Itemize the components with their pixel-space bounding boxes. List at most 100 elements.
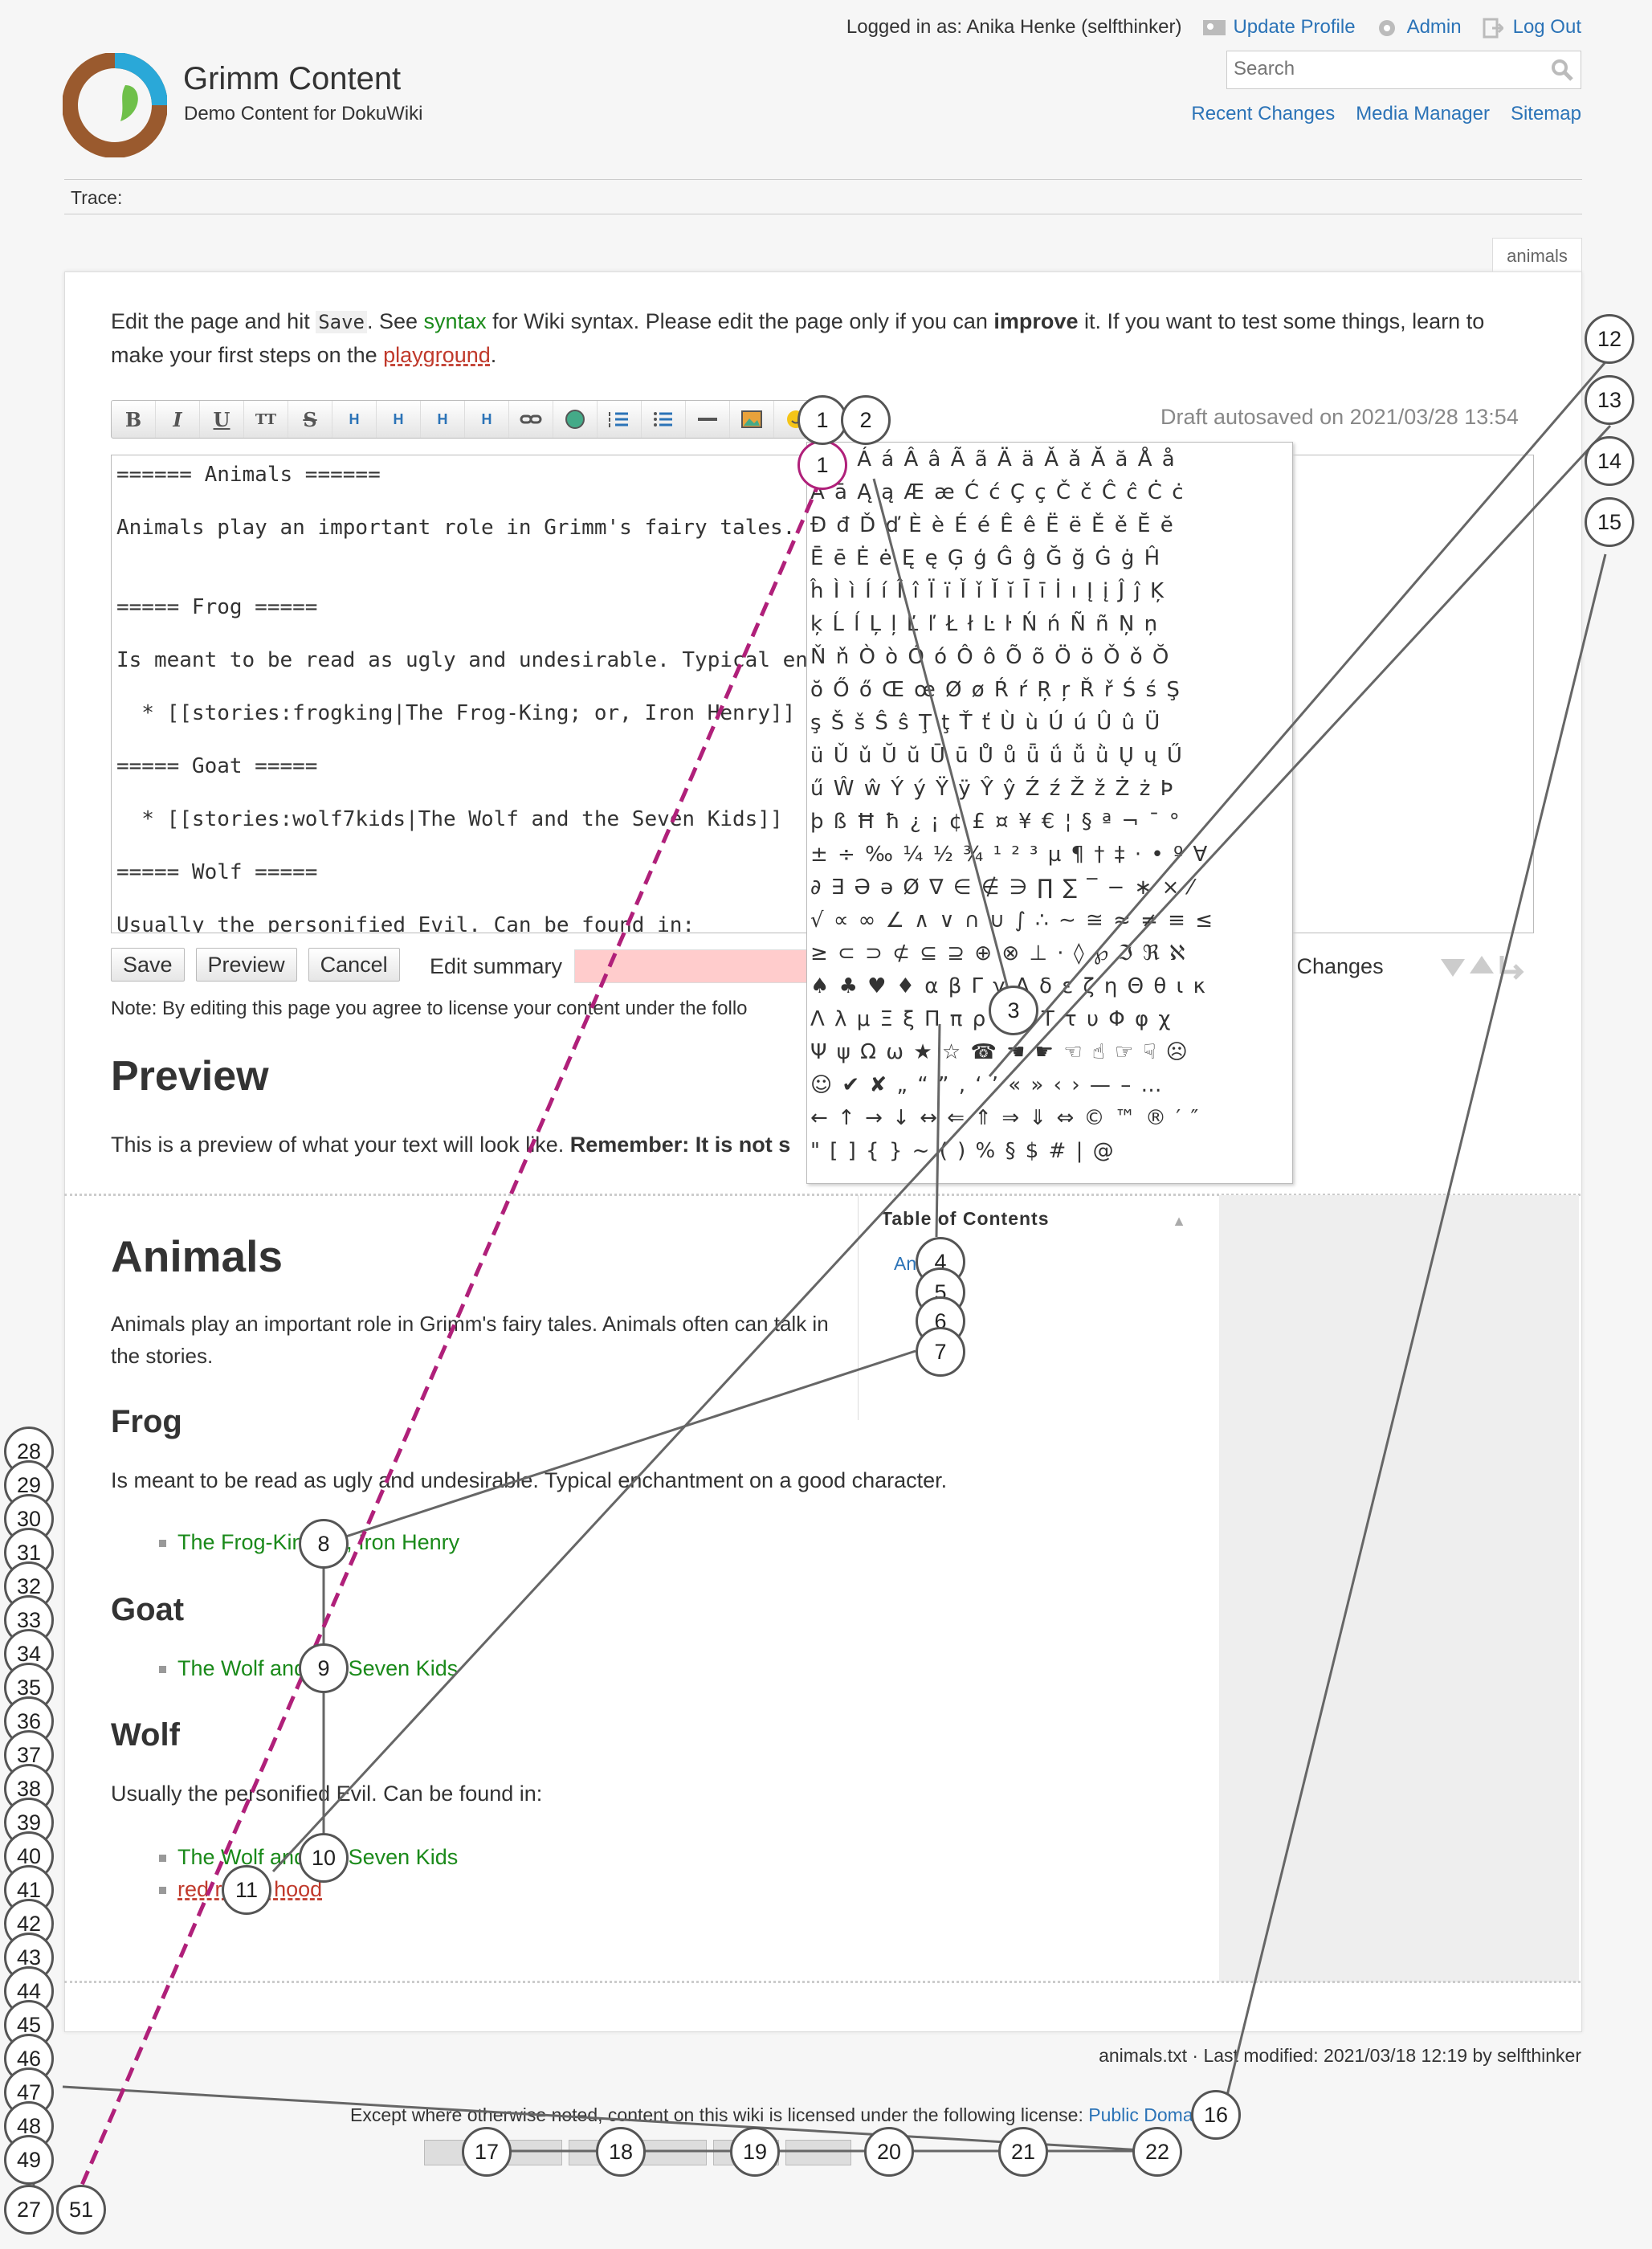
heading-same-button[interactable]: H (332, 401, 377, 438)
marker: 11 (222, 1865, 271, 1915)
marker: 12 (1585, 314, 1634, 364)
preview-heading: Preview (111, 1053, 269, 1100)
cancel-button[interactable]: Cancel (308, 948, 400, 982)
bullet (159, 1540, 166, 1548)
picker-row[interactable]: ķ Ĺ ĺ Ļ ļ Ľ ľ Ł ł Ŀ ŀ Ń ń Ñ ñ Ņ ņ (810, 612, 1160, 636)
picker-row[interactable]: √ ∝ ∞ ∠ ∧ ∨ ∩ ∪ ∫ ∴ ∼ ≅ ≈ ≠ ≡ ≤ (810, 908, 1214, 933)
marker: 14 (1585, 436, 1634, 486)
picker-row[interactable]: " [ ] { } ~ ( ) % § $ # | @ (810, 1139, 1116, 1163)
marker: 18 (596, 2127, 646, 2177)
picker-row[interactable]: ≥ ⊂ ⊃ ⊄ ⊆ ⊇ ⊕ ⊗ ⊥ ⋅ ◊ ℘ ℑ ℜ ℵ (810, 941, 1187, 965)
picker-row[interactable]: ☺ ✔ ✘ „ “ ” ‚ ‘ ’ « » ‹ › — – … (810, 1073, 1164, 1097)
heading-lower-button[interactable]: H (377, 401, 421, 438)
picker-row[interactable]: þ ß Ħ ħ ¿ ¡ ¢ £ ¤ ¥ € ¦ § ª ¬ ¯ ° (810, 810, 1181, 834)
picker-row[interactable]: ♠ ♣ ♥ ♦ α β Γ γ Δ δ ε ζ η Θ θ ι κ (810, 974, 1207, 998)
marker: 8 (299, 1519, 349, 1569)
preview-text-a: This is a preview of what your text will… (111, 1133, 570, 1157)
heading-higher-button[interactable]: H (421, 401, 465, 438)
recent-changes-link[interactable]: Recent Changes (1191, 103, 1336, 124)
bold-button[interactable]: B (112, 401, 156, 438)
link-icon[interactable] (509, 401, 553, 438)
ordered-list-icon[interactable] (598, 401, 642, 438)
marker: 19 (730, 2127, 780, 2177)
admin-link[interactable]: Admin (1377, 16, 1462, 39)
media-manager-link[interactable]: Media Manager (1356, 103, 1490, 124)
heading-goat: Goat (111, 1592, 185, 1627)
page-info: animals.txt · Last modified: 2021/03/18 … (1099, 2045, 1581, 2066)
horizontal-rule-icon[interactable] (686, 401, 730, 438)
edit-buttons: Save Preview Cancel (111, 948, 400, 982)
minor-changes-label[interactable]: r Changes (1283, 954, 1384, 978)
breadcrumb: Trace: (71, 187, 123, 208)
picker-row[interactable]: ü Ǔ ǔ Ŭ ŭ Ū ū Ů ů ǖ ǘ ǚ ǜ Ų ų Ű (810, 744, 1184, 768)
gear-icon (1377, 18, 1401, 37)
picker-row[interactable]: ← ↑ → ↓ ↔ ⇐ ⇑ ⇒ ⇓ ⇔ © ™ ® ′ ″ (810, 1106, 1201, 1130)
marker: 20 (864, 2127, 914, 2177)
license-text: Except where otherwise noted, content on… (350, 2104, 1208, 2126)
update-profile-link[interactable]: Update Profile (1202, 16, 1356, 39)
search-icon[interactable] (1550, 58, 1574, 82)
site-logo[interactable] (62, 52, 168, 158)
marker: 9 (299, 1643, 349, 1693)
marker: 49 (4, 2135, 54, 2185)
monospace-button[interactable]: TT (244, 401, 288, 438)
unordered-list-icon[interactable] (642, 401, 686, 438)
preview-text: This is a preview of what your text will… (111, 1133, 790, 1157)
marker: 2 (841, 395, 891, 445)
intro-text: it. If you want to test some things, lea… (111, 309, 1485, 367)
frog-text: Is meant to be read as ugly and undesira… (111, 1468, 948, 1492)
picker-row[interactable]: Ē ē Ė ė Ę ę Ģ ģ Ĝ ĝ Ğ ğ Ġ ġ Ĥ (810, 546, 1162, 570)
save-button[interactable]: Save (111, 948, 185, 982)
underline-button[interactable]: U (200, 401, 244, 438)
picker-row[interactable]: Ň ň Ò ò Ó ó Ô ô Õ õ Ö ö Ǒ ǒ Ŏ (810, 645, 1171, 669)
playground-link[interactable]: playground (383, 343, 491, 367)
marker: 3 (989, 986, 1038, 1035)
logged-in-text: Logged in as: Anika Henke (selfthinker) (846, 16, 1182, 38)
edit-summary-label: Edit summary (430, 954, 563, 978)
license-label: Except where otherwise noted, content on… (350, 2104, 1089, 2125)
profile-icon (1202, 18, 1226, 37)
picker-row[interactable]: Λ λ μ Ξ ξ Π π ρ Σ σ Τ τ υ Φ φ χ (810, 1007, 1173, 1031)
picker-row[interactable]: Ψ ψ Ω ω ★ ☆ ☎ ☚ ☛ ☜ ☝ ☞ ☟ ☹ (810, 1040, 1189, 1064)
marker: 21 (998, 2127, 1048, 2177)
preview-divider (64, 1981, 1581, 1983)
picker-row[interactable]: Ā ā Ą ą Æ æ Ć ć Ç ç Č č Ĉ ĉ Ċ ċ (810, 480, 1185, 504)
editor-resize-arrows[interactable] (1438, 953, 1526, 980)
syntax-link[interactable]: syntax (423, 309, 487, 333)
picker-row[interactable]: ű Ŵ ŵ Ý ý Ÿ ÿ Ŷ ŷ Ź ź Ž ž Ż ż Þ (810, 777, 1175, 801)
picker-row[interactable]: ŏ Ő ő Œ œ Ø ø Ŕ ŕ Ŗ ŗ Ř ř Ś ś Ş (810, 678, 1181, 702)
marker: 27 (4, 2185, 54, 2235)
edit-intro: Edit the page and hit Save. See syntax f… (111, 305, 1540, 372)
picker-row[interactable]: ş Š š Ŝ ŝ Ţ ţ Ť ť Ù ù Ú ú Û û Ü (810, 711, 1162, 735)
sitemap-link[interactable]: Sitemap (1510, 103, 1581, 124)
site-title[interactable]: Grimm Content (183, 61, 402, 96)
site-tools: Recent Changes Media Manager Sitemap (1191, 103, 1581, 125)
logout-link[interactable]: Log Out (1483, 16, 1581, 39)
edit-summary-input[interactable] (574, 949, 817, 983)
globe-icon[interactable] (553, 401, 598, 438)
preview-sidebar-area (1219, 1195, 1579, 1982)
intro-text: . (490, 343, 497, 367)
search-input[interactable] (1227, 51, 1545, 87)
html5-badge[interactable] (641, 2140, 707, 2165)
picker-row[interactable]: Đ đ Ď ď È è É é Ê ê Ë ë Ě ě Ĕ ĕ (810, 513, 1175, 537)
marker: 16 (1191, 2090, 1241, 2140)
divider (64, 179, 1582, 180)
picker-row[interactable]: À à Á á Â â Ã ã Ä ä Ǎ ǎ Ă ă Å å (810, 447, 1177, 471)
heading-wolf: Wolf (111, 1717, 180, 1753)
preview-button[interactable]: Preview (195, 948, 297, 982)
picker-row[interactable]: ĥ Ì ì Í í Î î Ï ï Ǐ ǐ Ĭ ĭ Ī ī İ ı Į į Ĵ … (810, 579, 1166, 603)
picker-row[interactable]: ± ÷ ‰ ¼ ½ ¾ ¹ ² ³ µ ¶ † ‡ · • º ∀ (810, 843, 1209, 867)
heading-select-button[interactable]: H (465, 401, 509, 438)
picker-row[interactable]: ∂ ∃ Ə ə Ø ∇ ∈ ∉ ∋ ∏ ∑ ‾ − ∗ × ⁄ (810, 876, 1194, 900)
license-link[interactable]: Public Domain (1088, 2104, 1208, 2125)
license-note: Note: By editing this page you agree to … (111, 998, 748, 1019)
wolf-text: Usually the personified Evil. Can be fou… (111, 1782, 543, 1806)
intro-text: . See (367, 309, 424, 333)
strike-button[interactable]: S (288, 401, 332, 438)
image-icon[interactable] (730, 401, 774, 438)
editor-toolbar: B I U TT S H H H H (111, 400, 818, 439)
dokuwiki-badge[interactable] (785, 2140, 851, 2165)
italic-button[interactable]: I (156, 401, 200, 438)
toc-toggle-icon[interactable]: ▲ (1172, 1213, 1186, 1229)
